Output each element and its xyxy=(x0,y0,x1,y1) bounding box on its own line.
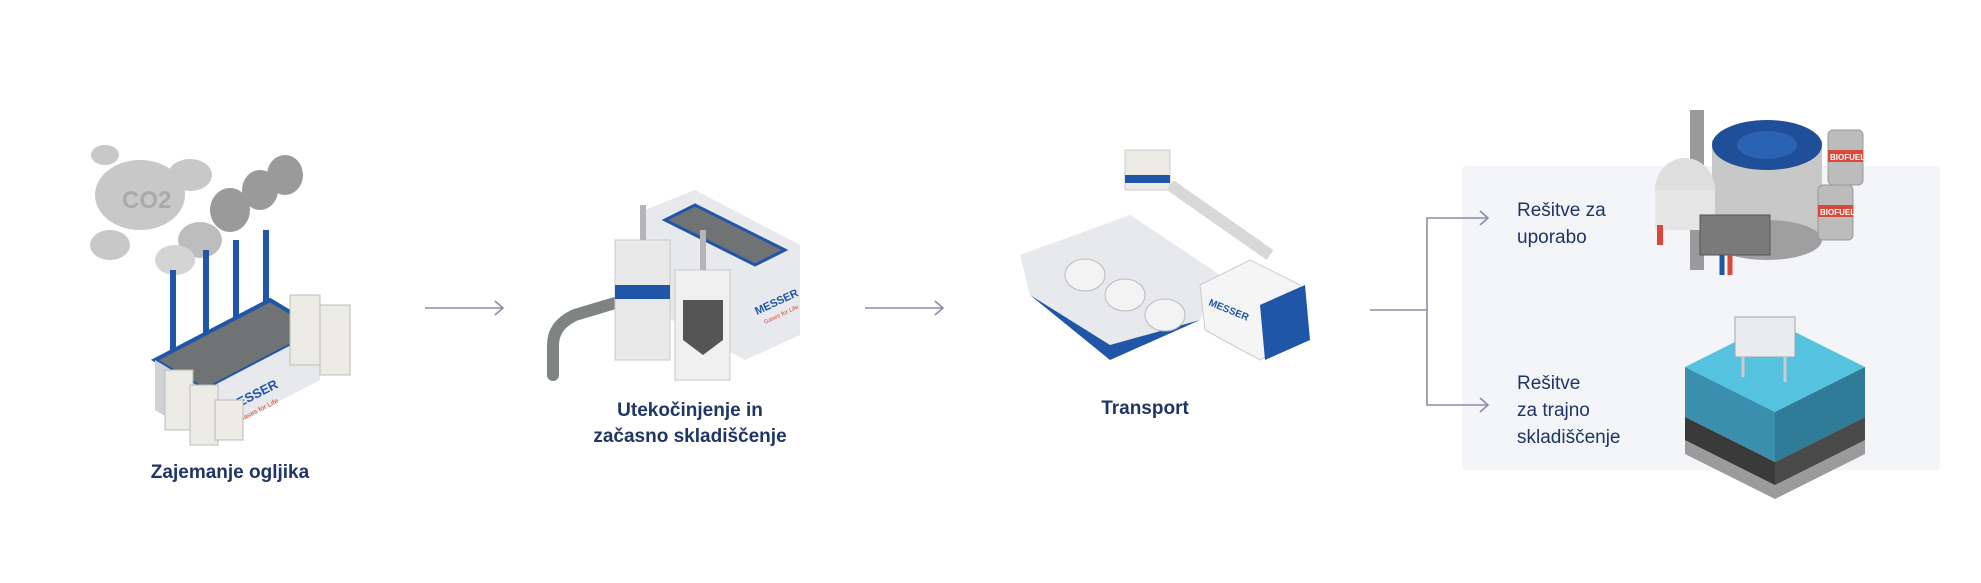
arrow-right-icon xyxy=(865,300,945,316)
svg-text:BIOFUEL: BIOFUEL xyxy=(1820,208,1855,217)
transport-illustration: MESSER xyxy=(1020,149,1310,361)
biofuel-text: BIOFUEL xyxy=(1830,153,1865,162)
step-label-carbon-capture: Zajemanje ogljika xyxy=(150,462,310,483)
outcome-label-utilization: Rešitve za uporabo xyxy=(1517,197,1606,251)
svg-text:CO2: CO2 xyxy=(122,187,171,214)
utilization-illustration: BIOFUEL BIOFUEL xyxy=(1655,110,1865,275)
outcome-label-line: uporabo xyxy=(1517,227,1587,248)
step-label-liquefaction: Utekočinjenje in začasno skladiščenje xyxy=(570,398,810,450)
step-label-line: Utekočinjenje in xyxy=(617,400,763,421)
outcome-label-permanent-storage: Rešitve za trajno skladiščenje xyxy=(1517,370,1621,451)
permanent-storage-illustration xyxy=(1685,316,1865,499)
outcome-label-line: skladiščenje xyxy=(1517,427,1621,448)
outcome-label-line: Rešitve za xyxy=(1517,200,1606,221)
carbon-capture-illustration: CO2 MESSER Gases for Life xyxy=(90,145,351,446)
step-label-transport: Transport xyxy=(1101,398,1189,419)
liquefaction-storage-illustration: MESSER Gases for Life xyxy=(547,190,800,381)
branch-arrows xyxy=(1370,210,1490,413)
outcome-label-line: za trajno xyxy=(1517,400,1590,421)
step-label-line: začasno skladiščenje xyxy=(593,426,787,447)
arrow-right-icon xyxy=(425,300,505,316)
outcome-label-line: Rešitve xyxy=(1517,373,1581,394)
